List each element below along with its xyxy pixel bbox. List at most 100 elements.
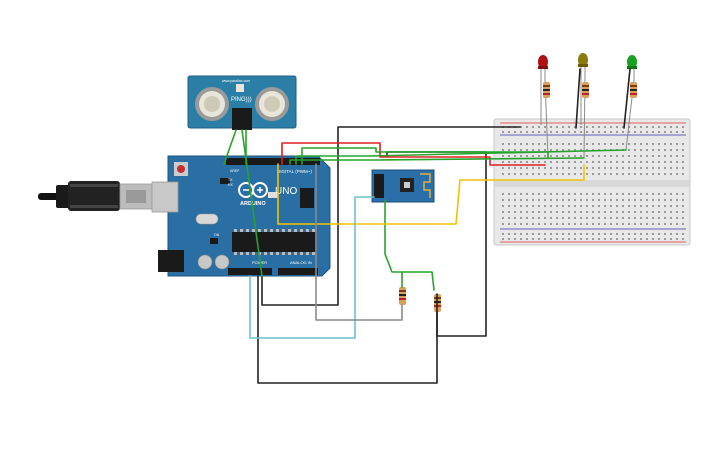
- breadboard-hole: [646, 126, 648, 128]
- breadboard-hole: [646, 199, 648, 201]
- breadboard-hole: [592, 211, 594, 213]
- resistor-divider-1[interactable]: [399, 287, 406, 305]
- breadboard-hole: [622, 167, 624, 169]
- breadboard-hole: [520, 126, 522, 128]
- breadboard-hole: [520, 199, 522, 201]
- usb-cable[interactable]: [38, 181, 153, 211]
- resistor-led-red[interactable]: [543, 79, 550, 159]
- breadboard-hole: [652, 143, 654, 145]
- breadboard-hole: [574, 143, 576, 145]
- breadboard-hole: [520, 193, 522, 195]
- breadboard-hole: [658, 155, 660, 157]
- resistor-led-yellow[interactable]: [582, 79, 589, 159]
- breadboard-hole: [580, 155, 582, 157]
- breadboard-hole: [616, 143, 618, 145]
- breadboard-hole: [682, 217, 684, 219]
- breadboard-hole: [646, 217, 648, 219]
- breadboard-hole: [676, 143, 678, 145]
- breadboard-hole: [544, 205, 546, 207]
- breadboard-hole: [532, 205, 534, 207]
- breadboard-hole: [520, 238, 522, 240]
- breadboard-hole: [592, 233, 594, 235]
- breadboard-hole: [634, 131, 636, 133]
- breadboard-hole: [640, 155, 642, 157]
- breadboard-hole: [682, 155, 684, 157]
- breadboard-hole: [544, 155, 546, 157]
- breadboard-hole: [568, 161, 570, 163]
- breadboard-hole: [598, 217, 600, 219]
- breadboard-hole: [640, 167, 642, 169]
- breadboard-hole: [562, 161, 564, 163]
- breadboard-hole: [652, 211, 654, 213]
- breadboard-hole: [514, 193, 516, 195]
- breadboard-hole: [670, 173, 672, 175]
- breadboard-hole: [640, 205, 642, 207]
- breadboard-hole: [532, 211, 534, 213]
- breadboard-hole: [532, 217, 534, 219]
- breadboard-hole: [610, 238, 612, 240]
- breadboard-hole: [508, 233, 510, 235]
- breadboard-hole: [532, 126, 534, 128]
- breadboard-hole: [586, 173, 588, 175]
- resistor-led-green[interactable]: [625, 79, 637, 151]
- breadboard-hole: [544, 199, 546, 201]
- breadboard-hole: [580, 161, 582, 163]
- chip-pin: [294, 252, 297, 255]
- breadboard-hole: [526, 149, 528, 151]
- breadboard-hole: [610, 131, 612, 133]
- chip-pin: [270, 252, 273, 255]
- led-red[interactable]: [538, 55, 548, 125]
- wire-black-gnd-top: [261, 126, 521, 306]
- breadboard-hole: [574, 167, 576, 169]
- breadboard-hole: [634, 205, 636, 207]
- breadboard[interactable]: [493, 118, 691, 246]
- breadboard-hole: [592, 126, 594, 128]
- breadboard-hole: [598, 233, 600, 235]
- breadboard-hole: [508, 149, 510, 151]
- breadboard-hole: [664, 238, 666, 240]
- breadboard-hole: [562, 167, 564, 169]
- breadboard-hole: [568, 143, 570, 145]
- breadboard-hole: [664, 211, 666, 213]
- breadboard-hole: [556, 211, 558, 213]
- breadboard-hole: [640, 161, 642, 163]
- breadboard-hole: [598, 161, 600, 163]
- breadboard-hole: [658, 126, 660, 128]
- breadboard-hole: [598, 193, 600, 195]
- breadboard-hole: [664, 155, 666, 157]
- breadboard-hole: [508, 205, 510, 207]
- breadboard-hole: [538, 131, 540, 133]
- wire-cyan-tx: [249, 196, 375, 339]
- breadboard-hole: [532, 155, 534, 157]
- breadboard-hole: [526, 143, 528, 145]
- led-yellow[interactable]: [578, 53, 588, 125]
- tx-label: TX: [228, 178, 233, 182]
- breadboard-hole: [622, 173, 624, 175]
- breadboard-hole: [568, 199, 570, 201]
- breadboard-hole: [682, 233, 684, 235]
- breadboard-hole: [604, 155, 606, 157]
- breadboard-hole: [520, 205, 522, 207]
- breadboard-hole: [652, 193, 654, 195]
- arduino-uno-board[interactable]: ARDUINO UNO DIGITAL (PWM~) AREF TX RX ON…: [151, 155, 331, 277]
- breadboard-hole: [586, 155, 588, 157]
- breadboard-hole: [628, 193, 630, 195]
- breadboard-hole: [652, 217, 654, 219]
- breadboard-hole: [628, 233, 630, 235]
- breadboard-hole: [580, 233, 582, 235]
- breadboard-hole: [676, 233, 678, 235]
- breadboard-hole: [628, 217, 630, 219]
- led-green[interactable]: [627, 55, 637, 80]
- breadboard-hole: [538, 217, 540, 219]
- esp8266-wifi-module[interactable]: [371, 169, 435, 203]
- breadboard-hole: [622, 233, 624, 235]
- breadboard-hole: [538, 173, 540, 175]
- ultrasonic-sensor-ping[interactable]: PING))) www.parallax.com: [187, 75, 297, 130]
- breadboard-hole: [610, 173, 612, 175]
- sensor-label: PING))): [231, 97, 252, 103]
- breadboard-hole: [526, 155, 528, 157]
- breadboard-hole: [550, 161, 552, 163]
- breadboard-hole: [598, 199, 600, 201]
- breadboard-hole: [568, 126, 570, 128]
- breadboard-hole: [550, 205, 552, 207]
